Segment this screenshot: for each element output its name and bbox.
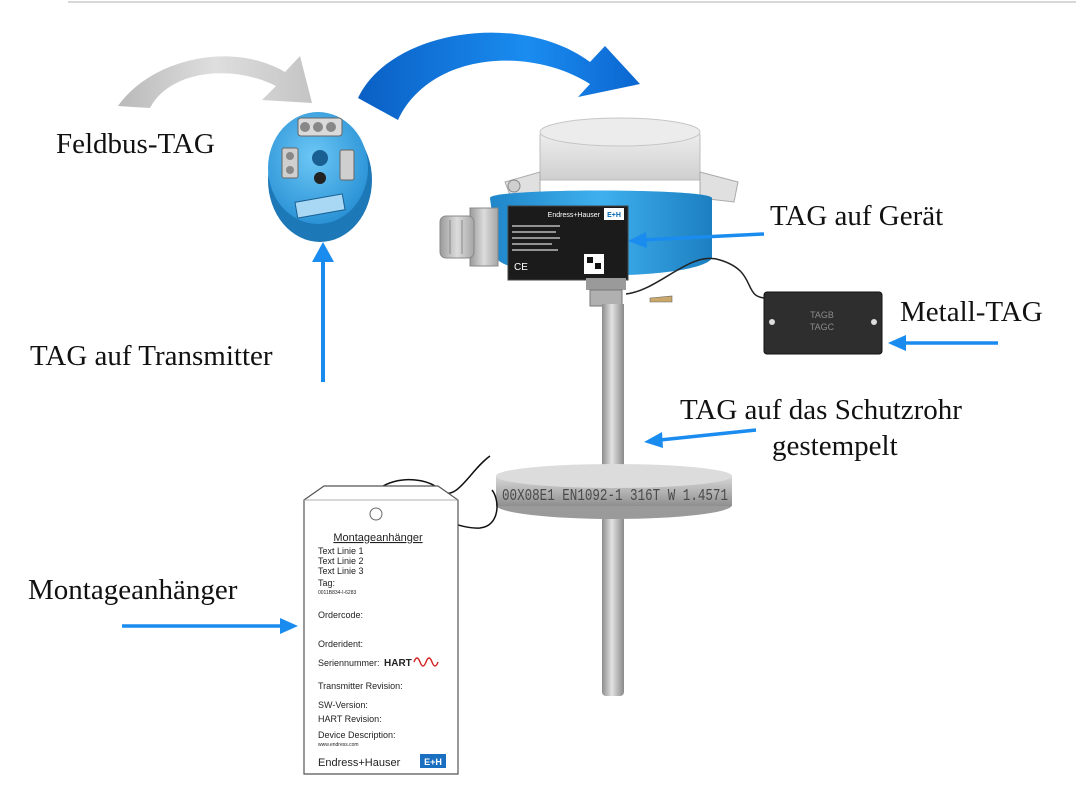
label-metall-tag: Metall-TAG (900, 296, 1043, 328)
metal-tag: TAGB TAGC (625, 257, 883, 355)
label-feldbus-tag: Feldbus-TAG (56, 128, 215, 160)
arrow-up-transmitter (312, 242, 334, 382)
hanging-tag-device-description: Device Description: (318, 730, 396, 740)
flange: 00X08E1 EN1092-1 316T W 1.4571 (496, 464, 732, 519)
hanging-tag-line2: Text Linie 2 (318, 556, 364, 566)
flange-stamp: 00X08E1 EN1092-1 316T W 1.4571 (502, 487, 728, 506)
hanging-tag-logo: E+H (424, 757, 442, 767)
blue-curved-arrow (358, 32, 640, 120)
nameplate-brand: Endress+Hauser (548, 212, 601, 219)
hanging-tag-title: Montageanhänger (333, 532, 423, 544)
hanging-tag-ordercode: Ordercode: (318, 610, 363, 620)
gray-curved-arrow (118, 56, 312, 108)
arrow-schutzrohr (644, 428, 757, 448)
hanging-tag-line3: Text Linie 3 (318, 566, 364, 576)
label-tag-schutzrohr-line1: TAG auf das Schutzrohr (680, 394, 962, 426)
thermowell-rod-upper (602, 304, 624, 484)
arrow-montageanhaenger (122, 618, 298, 634)
hart-wave-icon (413, 657, 439, 667)
arrow-tag-auf-geraet (628, 232, 765, 248)
metal-tag-line1: TAGB (810, 310, 834, 320)
thermowell-rod-lower (602, 516, 624, 696)
eh-logo-icon (420, 754, 446, 768)
hanging-tag-sw-version: SW-Version: (318, 700, 368, 710)
transmitter-module (268, 112, 372, 242)
arrow-metall-tag (888, 335, 998, 351)
hanging-tag-transmitter-revision: Transmitter Revision: (318, 681, 403, 691)
hanging-tag-tag-value: 0011B834-I-6283 (318, 590, 356, 596)
hanging-tag-brand: Endress+Hauser (318, 757, 401, 769)
hart-logo: HART (384, 658, 412, 669)
label-montageanhaenger: Montageanhänger (28, 574, 238, 606)
label-tag-schutzrohr-line2: gestempelt (772, 430, 898, 462)
nameplate-ce: CE (514, 262, 528, 273)
label-tag-auf-transmitter: TAG auf Transmitter (30, 340, 273, 372)
hanging-tag-seriennummer: Seriennummer: (318, 658, 380, 668)
hanging-tag-tag-label: Tag: (318, 578, 335, 588)
hanging-tag-device-description-value: www.endress.com (318, 742, 359, 748)
label-tag-auf-geraet: TAG auf Gerät (770, 200, 944, 232)
metal-tag-line2: TAGC (810, 322, 835, 332)
nameplate-logo: E+H (607, 212, 621, 219)
sensor-housing: E+H Endress+Hauser CE (439, 117, 739, 307)
hanging-tag-line1: Text Linie 1 (318, 546, 364, 556)
hanging-tag-orderident: Orderident: (318, 639, 363, 649)
hanging-tag: Montageanhänger Text Linie 1 Text Linie … (303, 485, 459, 775)
hanging-tag-hart-revision: HART Revision: (318, 714, 382, 724)
